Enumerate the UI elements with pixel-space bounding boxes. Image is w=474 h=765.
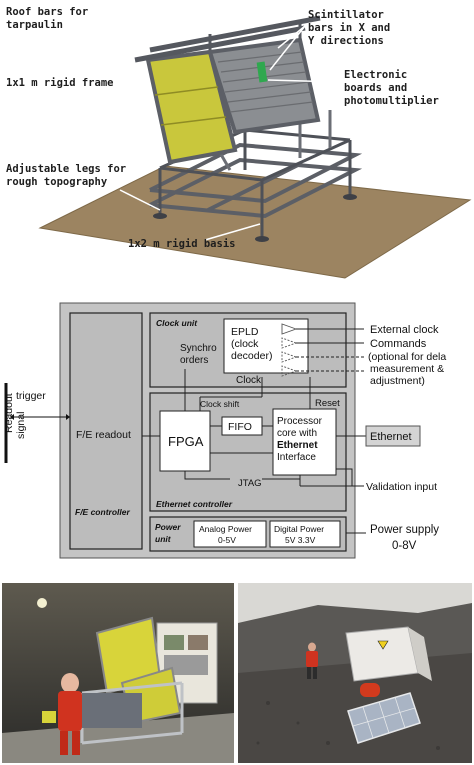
person-leg-right	[72, 731, 80, 755]
label-scint-2: bars in X and	[308, 22, 390, 34]
power-title-1: Power	[155, 522, 181, 532]
hazard-sign	[377, 640, 389, 650]
ethernet-port-label: Ethernet	[370, 431, 412, 443]
ground-plate	[38, 165, 472, 279]
optional-line1: (optional for dela	[368, 351, 446, 363]
clock-unit-title: Clock unit	[156, 318, 198, 328]
proc-line2: core with	[277, 428, 317, 439]
mechanical-rendering: Roof bars for tarpaulin 1x1 m rigid fram…	[0, 0, 474, 290]
person-leg-left	[60, 731, 68, 755]
digital-line2: 5V 3.3V	[285, 535, 316, 545]
analog-power-box	[193, 520, 267, 548]
digital-line1: Digital Power	[274, 524, 324, 534]
receiver-triangles	[281, 323, 298, 377]
fpga-label: FPGA	[168, 434, 204, 449]
readout-signal-2: signal	[15, 412, 27, 439]
label-legs-2: rough topography	[6, 176, 108, 188]
person-body	[58, 691, 82, 731]
optional-line3: adjustment)	[370, 375, 425, 387]
supply-line2: 0-8V	[392, 540, 417, 552]
poster-image-3	[164, 655, 208, 675]
analog-line1: Analog Power	[199, 524, 252, 534]
label-scint-1: Scintillator	[308, 9, 384, 21]
yellow-case	[42, 711, 56, 723]
ethernet-port-box	[365, 425, 421, 447]
proc-line4: Interface	[277, 452, 316, 463]
digital-power-box	[269, 520, 341, 548]
leg-feet	[153, 194, 357, 242]
rigid-frame	[145, 49, 238, 165]
synchro-line2: orders	[180, 355, 208, 366]
person-head	[308, 642, 316, 652]
electronic-board	[256, 61, 268, 83]
clock-shift-label: Clock shift	[200, 399, 240, 409]
detector-frame	[80, 681, 184, 745]
processor-box	[272, 408, 337, 476]
epld-line1: EPLD	[231, 326, 259, 338]
roof-bars	[134, 15, 321, 63]
internal-wiring	[142, 369, 366, 487]
external-clock-label: External clock	[370, 324, 439, 336]
leader-lines	[91, 21, 341, 241]
tunnel-photo-drawing	[2, 583, 234, 763]
power-title-2: unit	[155, 534, 172, 544]
label-legs-1: Adjustable legs for	[6, 163, 126, 175]
solar-panel-grid	[352, 696, 416, 739]
jtag-label: JTAG	[238, 478, 262, 489]
epld-line2: (clock	[231, 338, 259, 350]
electronics-box	[82, 693, 142, 728]
tent-shelter	[345, 626, 419, 682]
frame-ribs	[154, 86, 227, 126]
label-elec-3: photomultiplier	[344, 95, 439, 107]
trigger-arrow	[66, 414, 70, 420]
tunnel-photo	[2, 583, 234, 763]
field-photo-drawing	[238, 583, 472, 763]
tunnel-light	[37, 598, 47, 608]
poster-image-1	[164, 635, 184, 650]
proc-line1: Processor	[277, 416, 323, 427]
validation-label: Validation input	[366, 481, 437, 493]
fe-controller	[69, 312, 143, 550]
fpga-box	[159, 410, 211, 472]
person-leg-left	[307, 667, 311, 679]
fe-controller-title: F/E controller	[75, 507, 130, 517]
tent-side	[408, 627, 432, 681]
block-diagram: F/E readout F/E controller Clock unit EP…	[0, 293, 474, 571]
fifo-label: FIFO	[228, 421, 252, 433]
mechanical-labels: Roof bars for tarpaulin 1x1 m rigid fram…	[6, 6, 439, 250]
proc-line3: Ethernet	[277, 440, 318, 451]
analog-line2: 0-5V	[218, 535, 236, 545]
trigger-label: trigger	[16, 390, 46, 402]
fe-readout-label: F/E readout	[76, 429, 131, 441]
clock-input-lines	[296, 328, 364, 372]
mechanical-drawing: Roof bars for tarpaulin 1x1 m rigid fram…	[6, 6, 472, 279]
reset-label: Reset	[315, 398, 340, 409]
label-basis: 1x2 m rigid basis	[128, 238, 235, 250]
block-diagram-svg: F/E readout F/E controller Clock unit EP…	[3, 302, 446, 559]
clock-label: Clock	[236, 375, 262, 386]
trigger-arrow-back	[10, 414, 14, 420]
commands-label: Commands	[370, 338, 427, 350]
label-elec-1: Electronic	[344, 69, 407, 81]
person-leg-right	[313, 667, 317, 679]
poster-image-2	[188, 635, 208, 650]
field-photo	[238, 583, 472, 763]
label-elec-2: boards and	[344, 82, 407, 94]
label-roof-bars-1: Roof bars for	[6, 6, 88, 18]
label-scint-3: Y directions	[308, 35, 384, 47]
supply-line1: Power supply	[370, 524, 439, 536]
readout-signal-1: Readout	[3, 393, 15, 433]
person-jacket	[306, 651, 318, 667]
label-roof-bars-2: tarpaulin	[6, 19, 63, 31]
ethernet-controller-title: Ethernet controller	[156, 499, 233, 509]
epld-line3: decoder)	[231, 350, 272, 362]
label-frame: 1x1 m rigid frame	[6, 77, 113, 89]
synchro-line1: Synchro	[180, 343, 217, 354]
volcanic-ash	[238, 653, 472, 763]
optional-line2: measurement &	[370, 363, 444, 375]
red-bag	[360, 683, 380, 697]
person-head	[61, 673, 79, 693]
